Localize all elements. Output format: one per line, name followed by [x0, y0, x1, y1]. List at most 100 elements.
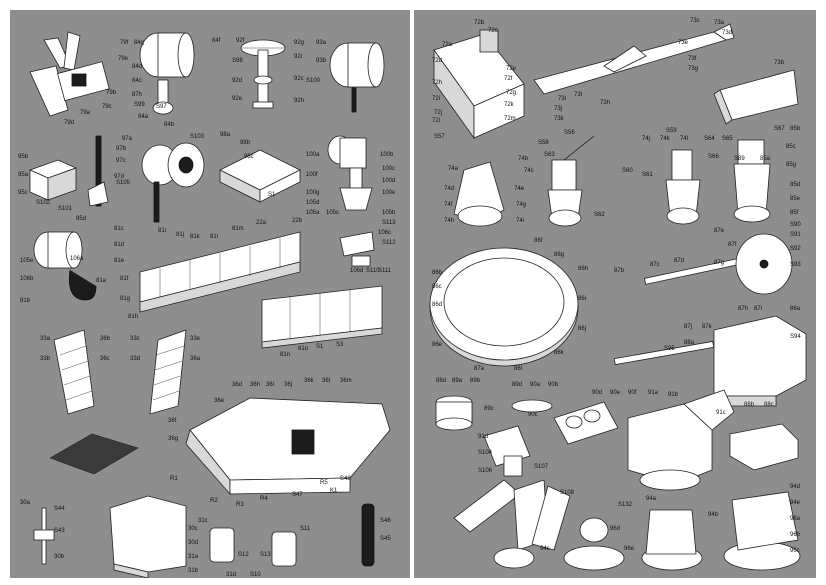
part-label: 36j [284, 382, 292, 388]
part-label: 36i [266, 382, 274, 388]
part-label: S48 [340, 476, 351, 482]
part-81-rail-lower [261, 285, 383, 349]
part-label: 30a [20, 500, 31, 506]
part-label: 30c [188, 526, 198, 532]
part-label: 72c [488, 28, 498, 34]
part-label: S111 [378, 268, 392, 274]
part-73-missile [533, 23, 799, 125]
part-label: 33c [130, 336, 140, 342]
part-label: 73k [554, 116, 565, 122]
part-label: 72f [504, 76, 513, 82]
part-label: 98a [220, 132, 231, 138]
part-label: 105e [20, 258, 34, 264]
part-label: S10 [250, 572, 261, 578]
part-label: 87c [650, 262, 660, 268]
part-label: 74l [680, 136, 688, 142]
part-87-turret [613, 315, 807, 407]
part-label: 87f [728, 242, 737, 248]
part-label: 31d [226, 572, 236, 578]
part-label: 86j [578, 326, 586, 332]
part-105-lamp [33, 231, 97, 301]
part-label: S99 [134, 102, 145, 108]
part-label: S104 [478, 450, 493, 456]
part-label: S98 [232, 58, 243, 64]
part-label: S62 [594, 212, 605, 218]
part-label: S66 [708, 154, 719, 160]
part-label: S45 [380, 536, 391, 542]
part-label: 73l [574, 92, 582, 98]
part-label: 84c [132, 78, 142, 84]
part-label: 89b [470, 378, 481, 384]
part-label: 72j [434, 110, 442, 116]
part-label: 85e [790, 196, 801, 202]
part-label: 73h [600, 100, 610, 106]
part-label: S65 [722, 136, 733, 142]
part-label: 81b [20, 298, 31, 304]
part-label: 91b [668, 392, 679, 398]
part-label: 100b [380, 152, 394, 158]
part-label: 94c [540, 546, 550, 552]
part-87-arm [643, 233, 793, 295]
part-label: R1 [170, 476, 178, 482]
part-label: 81e [114, 258, 125, 264]
part-93-light [329, 42, 385, 113]
part-label: 87j [684, 324, 692, 330]
part-label: S97 [156, 104, 167, 110]
part-label: 30b [54, 554, 65, 560]
part-label: 105d [306, 200, 319, 206]
part-antenna [33, 507, 55, 565]
part-label: 73e [678, 40, 689, 46]
part-label: 31c [198, 518, 208, 524]
part-label: 86h [578, 266, 588, 272]
part-bottom-launchers [453, 479, 571, 569]
part-label: 91d [478, 434, 488, 440]
part-label: 36a [190, 356, 201, 362]
part-label: 86a [790, 306, 801, 312]
part-label: 79a [80, 110, 91, 116]
right-sheet: 72a 72b 72c 72d 72e 72f 72g 72h 72i 72j … [414, 10, 816, 578]
right-sheet-drawing: 72a 72b 72c 72d 72e 72f 72g 72h 72i 72j … [429, 18, 807, 571]
part-label: S94 [790, 334, 801, 340]
part-label: S102 [36, 200, 51, 206]
part-label: S92 [790, 246, 801, 252]
part-label: S108 [560, 490, 575, 496]
part-label: 94e [790, 500, 801, 506]
part-label: 81f [120, 276, 129, 282]
part-84-searchlight [139, 32, 195, 115]
part-88-drums [435, 395, 553, 431]
part-label: 96c [790, 548, 800, 554]
part-label: 74k [660, 136, 671, 142]
part-label: 81k [190, 234, 201, 240]
part-label: 105b [382, 210, 396, 216]
part-91-cluster [483, 425, 531, 477]
part-label: S59 [666, 128, 677, 134]
part-label: 97b [116, 146, 127, 152]
part-label: 95a [18, 172, 29, 178]
part-label: 97c [116, 158, 126, 164]
left-labels: 79f 84g 79e 84f 84c 84d 87h 79b 79a 79d … [18, 38, 396, 578]
right-labels: 72a 72b 72c 72d 72e 72f 72g 72h 72i 72j … [432, 18, 801, 554]
part-label: 73j [554, 106, 562, 112]
part-label: 97a [122, 136, 133, 142]
part-label: 72d [432, 58, 442, 64]
part-label: 96d [610, 526, 620, 532]
part-label: S110 [366, 268, 380, 274]
part-label: 87i [754, 306, 762, 312]
part-95-box [28, 135, 109, 207]
part-label: 89d [512, 382, 522, 388]
part-label: S60 [622, 168, 633, 174]
part-label: 88c [764, 402, 774, 408]
part-label: 88b [744, 402, 755, 408]
part-label: 79c [102, 104, 112, 110]
part-94-dome [729, 423, 799, 471]
part-label: 96e [624, 546, 635, 552]
part-79-fan [29, 31, 110, 117]
part-label: 100c [382, 166, 395, 172]
part-label: S93 [790, 262, 801, 268]
part-label: 100d [382, 178, 395, 184]
part-label: 100e [382, 190, 396, 196]
part-label: 73g [688, 66, 698, 72]
part-label: 92i [294, 54, 302, 60]
part-label: S61 [642, 172, 653, 178]
part-label: 81i [158, 228, 166, 234]
